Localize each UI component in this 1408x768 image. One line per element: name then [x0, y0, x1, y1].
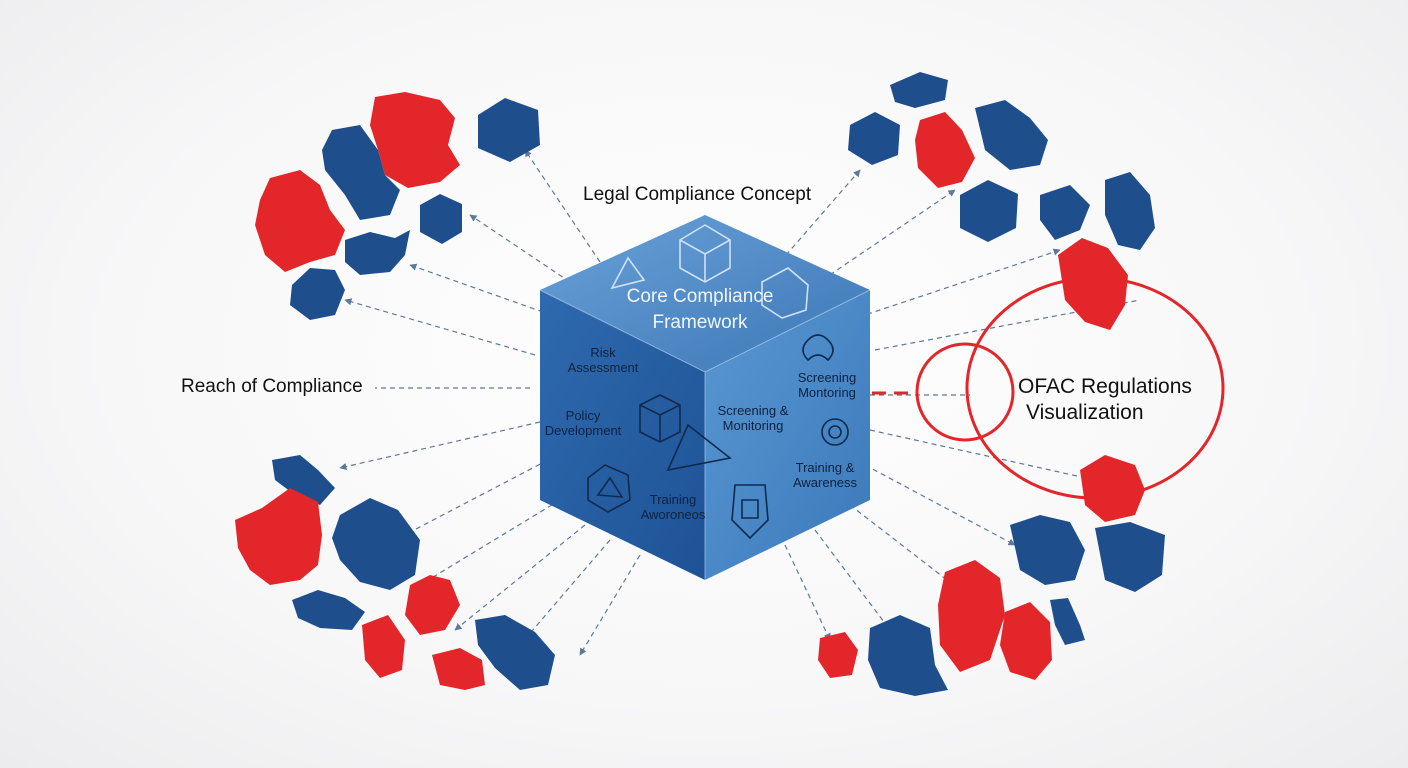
connector — [409, 263, 561, 319]
map-shape-blue — [1040, 185, 1090, 240]
right-face-item-line2: Monitoring — [722, 418, 784, 433]
dashed-connectors — [339, 149, 1141, 656]
map-shape-blue — [332, 498, 420, 590]
map-shape-blue — [975, 100, 1048, 170]
map-shape-red — [235, 488, 322, 585]
right-face-item-line1: Training & — [795, 460, 855, 475]
cube-title-line1: Core Compliance — [626, 286, 774, 307]
map-shape-blue — [868, 615, 948, 696]
left-face-item: Risk Assessment — [548, 345, 658, 375]
left-face-item-line2: Development — [544, 423, 622, 438]
cube-shape-blue — [420, 194, 462, 244]
map-shape-red — [1080, 455, 1145, 522]
cube-shape-blue — [848, 112, 900, 165]
left-face-item-line1: Risk — [590, 345, 616, 360]
triangle-icon — [610, 256, 646, 290]
map-shape-blue — [292, 590, 365, 630]
map-shape-blue — [1105, 172, 1155, 250]
core-compliance-cube — [539, 215, 871, 580]
map-shape-red — [1000, 602, 1052, 680]
connector — [519, 539, 611, 646]
right-face-item-line2: Awareness — [792, 475, 858, 490]
map-shape-blue — [1010, 515, 1085, 585]
left-face-item-line2: Assessment — [567, 360, 639, 375]
map-shape-red — [818, 632, 858, 678]
cube-icons — [587, 224, 849, 540]
connector — [864, 464, 1016, 546]
connector — [814, 189, 956, 286]
box-icon — [761, 267, 809, 319]
left-face-item: Training Aworoneos — [618, 492, 728, 522]
right-face-item: Screening Montoring — [772, 370, 882, 400]
ofac-label-line1: OFAC Regulations — [1018, 375, 1192, 398]
map-shape-red — [1058, 238, 1128, 330]
connector — [454, 524, 586, 631]
puzzle-cube-icon — [679, 224, 731, 283]
connector — [419, 499, 561, 586]
map-shape-red — [432, 648, 485, 690]
map-shape-blue — [1050, 598, 1085, 645]
right-face-item-line1: Screening & — [717, 403, 789, 418]
map-shape-blue — [290, 268, 345, 320]
cube-top-face — [540, 215, 870, 372]
shield-icon — [731, 484, 769, 540]
cube-title-line2: Framework — [652, 312, 748, 333]
map-shape-red — [370, 92, 460, 188]
circuit-icon — [821, 418, 849, 446]
cube-right-face — [705, 290, 870, 580]
connector — [869, 429, 1096, 483]
map-shape-blue — [345, 230, 410, 275]
connector — [849, 248, 1061, 321]
map-shape-blue — [1095, 522, 1165, 592]
connector — [344, 298, 536, 356]
puzzle-cube-icon — [639, 394, 681, 443]
map-shape-red — [405, 575, 460, 635]
right-face-item-line2: Montoring — [798, 385, 856, 400]
ofac-regulations-label: OFAC Regulations Visualization — [1018, 374, 1192, 426]
connector — [579, 554, 641, 656]
ofac-label-line2: Visualization — [1026, 401, 1144, 424]
map-shape-blue — [475, 615, 555, 690]
cube-title: Core Compliance Framework — [600, 284, 800, 336]
cube-shape-blue — [960, 180, 1018, 242]
connector — [779, 169, 861, 263]
right-map-cluster — [818, 72, 1165, 696]
map-shape-red — [915, 112, 975, 188]
map-shape-red — [938, 560, 1005, 672]
cube-shape-blue — [478, 98, 540, 162]
connector — [524, 149, 601, 263]
connector — [339, 421, 541, 471]
left-face-item-line1: Training — [649, 492, 697, 507]
map-shape-red — [255, 170, 345, 272]
legal-compliance-label: Legal Compliance Concept — [583, 184, 812, 205]
map-shape-red — [362, 615, 405, 678]
map-shape-blue — [890, 72, 948, 108]
right-face-item: Training & Awareness — [770, 460, 880, 490]
chain-icon — [802, 334, 834, 362]
connector — [814, 529, 891, 631]
triangle-icon — [666, 423, 732, 472]
map-shape-blue — [322, 125, 400, 220]
reach-of-compliance-label: Reach of Compliance — [181, 376, 363, 397]
connector — [849, 504, 961, 591]
left-face-item-line1: Policy — [565, 408, 601, 423]
connector — [394, 459, 549, 541]
ofac-ring-small — [915, 342, 1015, 442]
left-face-item: Policy Development — [528, 408, 638, 438]
right-face-item: Screening & Monitoring — [698, 403, 808, 433]
map-shape-blue — [272, 455, 335, 505]
left-face-item-line2: Aworoneos — [640, 507, 706, 522]
right-face-item-line1: Screening — [797, 370, 857, 385]
left-map-cluster — [235, 92, 555, 690]
connector — [784, 544, 831, 641]
hex-triangle-icon — [587, 464, 631, 513]
cube-left-face — [540, 290, 705, 580]
